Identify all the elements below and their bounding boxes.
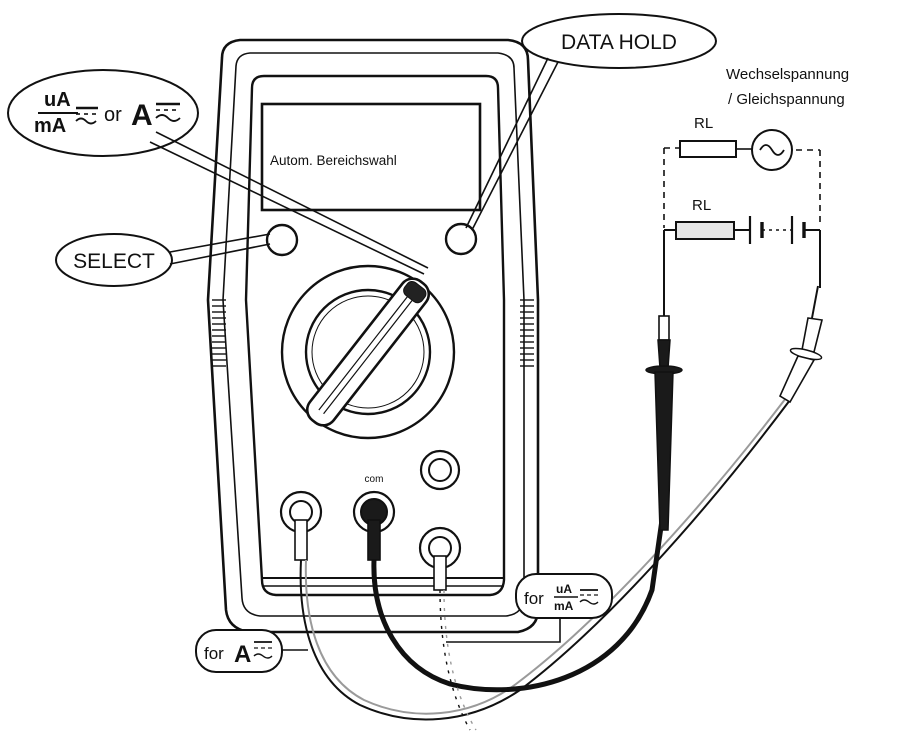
callout-fraction-bottom: mA bbox=[34, 115, 66, 137]
ac-source-icon bbox=[751, 129, 793, 171]
for-micro-fraction-bottom: mA bbox=[554, 599, 574, 613]
voltage-label-line2: / Gleichspannung bbox=[728, 91, 845, 108]
data-hold-button[interactable] bbox=[444, 222, 478, 256]
callout-fraction-top: uA bbox=[44, 89, 71, 111]
lead-micro-dashed bbox=[439, 589, 471, 731]
callout-select: SELECT bbox=[55, 233, 271, 287]
callout-for-micro: for uA mA bbox=[446, 573, 613, 643]
callout-data-hold: DATA HOLD bbox=[465, 13, 717, 231]
resistor-label-bottom: RL bbox=[692, 197, 711, 214]
dial-pointer bbox=[305, 277, 431, 427]
battery-icon bbox=[748, 216, 806, 244]
ac-dc-symbol-icon bbox=[253, 641, 273, 659]
right-grip bbox=[520, 299, 534, 367]
left-grip bbox=[212, 299, 226, 367]
for-amp-big-letter: A bbox=[234, 641, 251, 668]
lead-amp-inner bbox=[304, 397, 787, 715]
test-circuit: RL RL Wechselspannung / Gleichspannung bbox=[663, 66, 849, 300]
grey-probe bbox=[778, 285, 823, 404]
lead-com bbox=[371, 519, 665, 693]
for-amp-prefix: for bbox=[204, 644, 224, 663]
resistor-icon bbox=[675, 221, 735, 240]
ac-dc-symbol-icon bbox=[579, 589, 599, 605]
test-leads bbox=[294, 397, 791, 731]
data-hold-label: DATA HOLD bbox=[561, 31, 677, 54]
ac-dc-symbol-icon bbox=[75, 106, 98, 125]
ac-dc-symbol-icon bbox=[155, 102, 181, 122]
select-label: SELECT bbox=[73, 250, 155, 273]
select-button[interactable] bbox=[265, 223, 299, 257]
display-text: Autom. Bereichswahl bbox=[270, 153, 397, 168]
lcd-display: Autom. Bereichswahl bbox=[260, 102, 482, 212]
lead-amp-outer bbox=[299, 399, 791, 721]
callout-or-text: or bbox=[104, 104, 122, 126]
rotary-dial-icon[interactable] bbox=[280, 264, 456, 440]
for-micro-fraction-top: uA bbox=[556, 582, 572, 596]
callout-current-range: uA mA or A bbox=[7, 69, 429, 275]
for-micro-prefix: for bbox=[524, 589, 544, 608]
resistor-icon bbox=[679, 140, 737, 158]
callout-for-amp: for A bbox=[195, 629, 308, 673]
callout-big-letter: A bbox=[131, 99, 153, 132]
black-probe bbox=[645, 300, 683, 531]
jack-top-right[interactable] bbox=[419, 449, 461, 491]
com-jack-label: com bbox=[365, 474, 384, 485]
resistor-label-top: RL bbox=[694, 115, 713, 132]
voltage-label-line1: Wechselspannung bbox=[726, 66, 849, 83]
